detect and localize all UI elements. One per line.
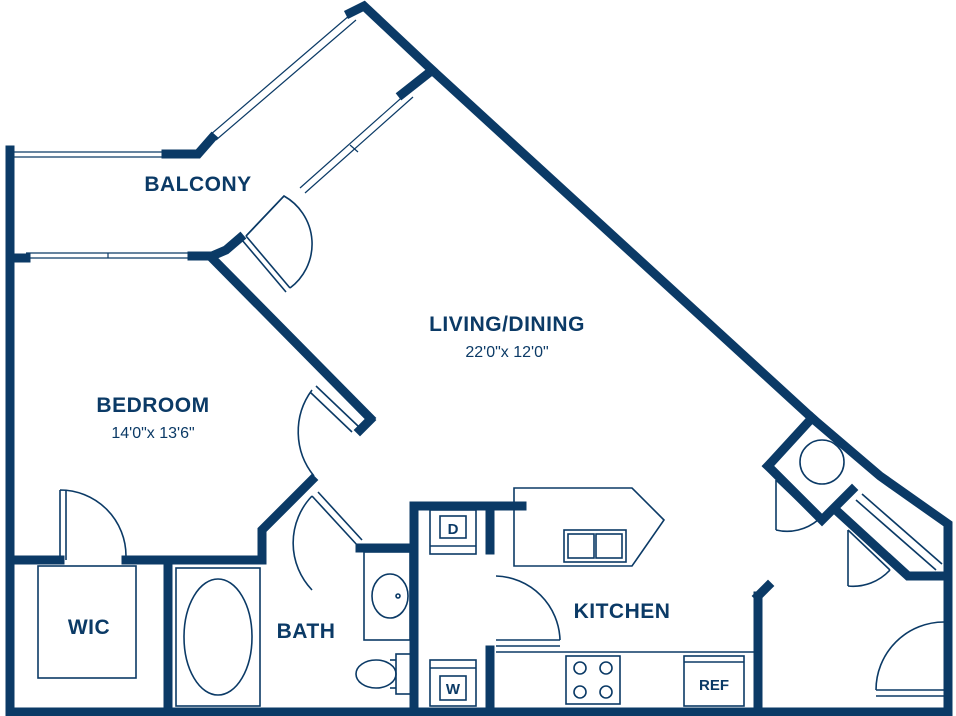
balcony-area [5,0,439,263]
closet [799,439,845,485]
bathtub [175,567,261,707]
kitchen-sink [563,529,627,563]
bedroom-window [26,252,192,259]
living-dining-label: LIVING/DINING [429,313,585,336]
bath-door[interactable] [292,491,363,591]
kitchen-label: KITCHEN [574,600,671,623]
pantry-door[interactable] [847,529,891,588]
dryer-label: D [448,521,459,538]
dryer: D [429,509,477,555]
bedroom-dimensions: 14'0"x 13'6" [111,425,194,442]
balcony-door[interactable] [241,194,313,293]
stove [565,655,621,705]
bath-sink [363,551,411,641]
bedroom-door[interactable] [297,385,359,477]
walls [5,63,953,716]
kitchen-counter: REF [496,651,758,707]
sliding-door [299,65,437,194]
pantry [855,493,943,571]
toilet [355,653,413,695]
balcony-label: BALCONY [144,173,251,196]
living-dining-dimensions: 22'0"x 12'0" [465,344,548,361]
refrigerator-label: REF [699,677,729,694]
refrigerator: REF [683,655,745,707]
washer: W [429,659,477,707]
wic-label: WIC [68,616,110,639]
bath-label: BATH [277,620,336,643]
closet-door[interactable] [775,479,819,533]
entry-door[interactable] [875,621,945,697]
laundry-door[interactable] [495,575,561,647]
wic-door[interactable] [37,489,137,679]
washer-label: W [446,681,461,698]
bedroom-label: BEDROOM [96,394,209,417]
kitchen-island [513,487,666,567]
